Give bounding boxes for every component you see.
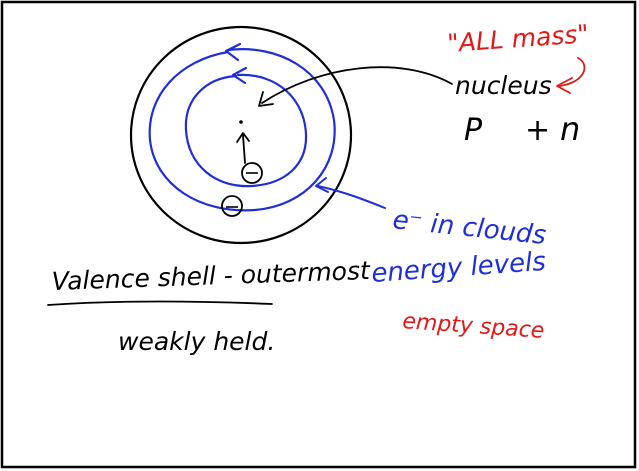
outer-shell-arrowhead (224, 42, 242, 62)
nucleus-label: nucleus (455, 71, 552, 100)
electron-notes-arrowhead (315, 177, 329, 193)
all-mass-arrow (559, 57, 586, 87)
outer-electron-shell (148, 48, 336, 212)
nucleus-dot (239, 120, 243, 124)
nucleus-label-arrow (261, 66, 453, 104)
valence-notes-line2: weakly held. (118, 327, 275, 356)
inner-electron-shell (184, 73, 308, 188)
nucleus-label-arrowhead (258, 91, 274, 107)
neutron-label: n (560, 110, 580, 148)
proton-label: P (464, 113, 483, 148)
inner-electron (241, 162, 263, 184)
outer-electron (221, 195, 243, 217)
atom-boundary-circle (129, 25, 353, 245)
electron-to-nucleus-arrow (242, 134, 246, 164)
electron-to-nucleus-arrowhead (236, 132, 250, 143)
all-mass-arrowhead (556, 77, 573, 94)
electron-notes-arrow (317, 185, 386, 209)
inner-shell-arrowhead (231, 66, 248, 85)
valence-underline (47, 300, 273, 306)
plus-label: + (525, 113, 550, 148)
